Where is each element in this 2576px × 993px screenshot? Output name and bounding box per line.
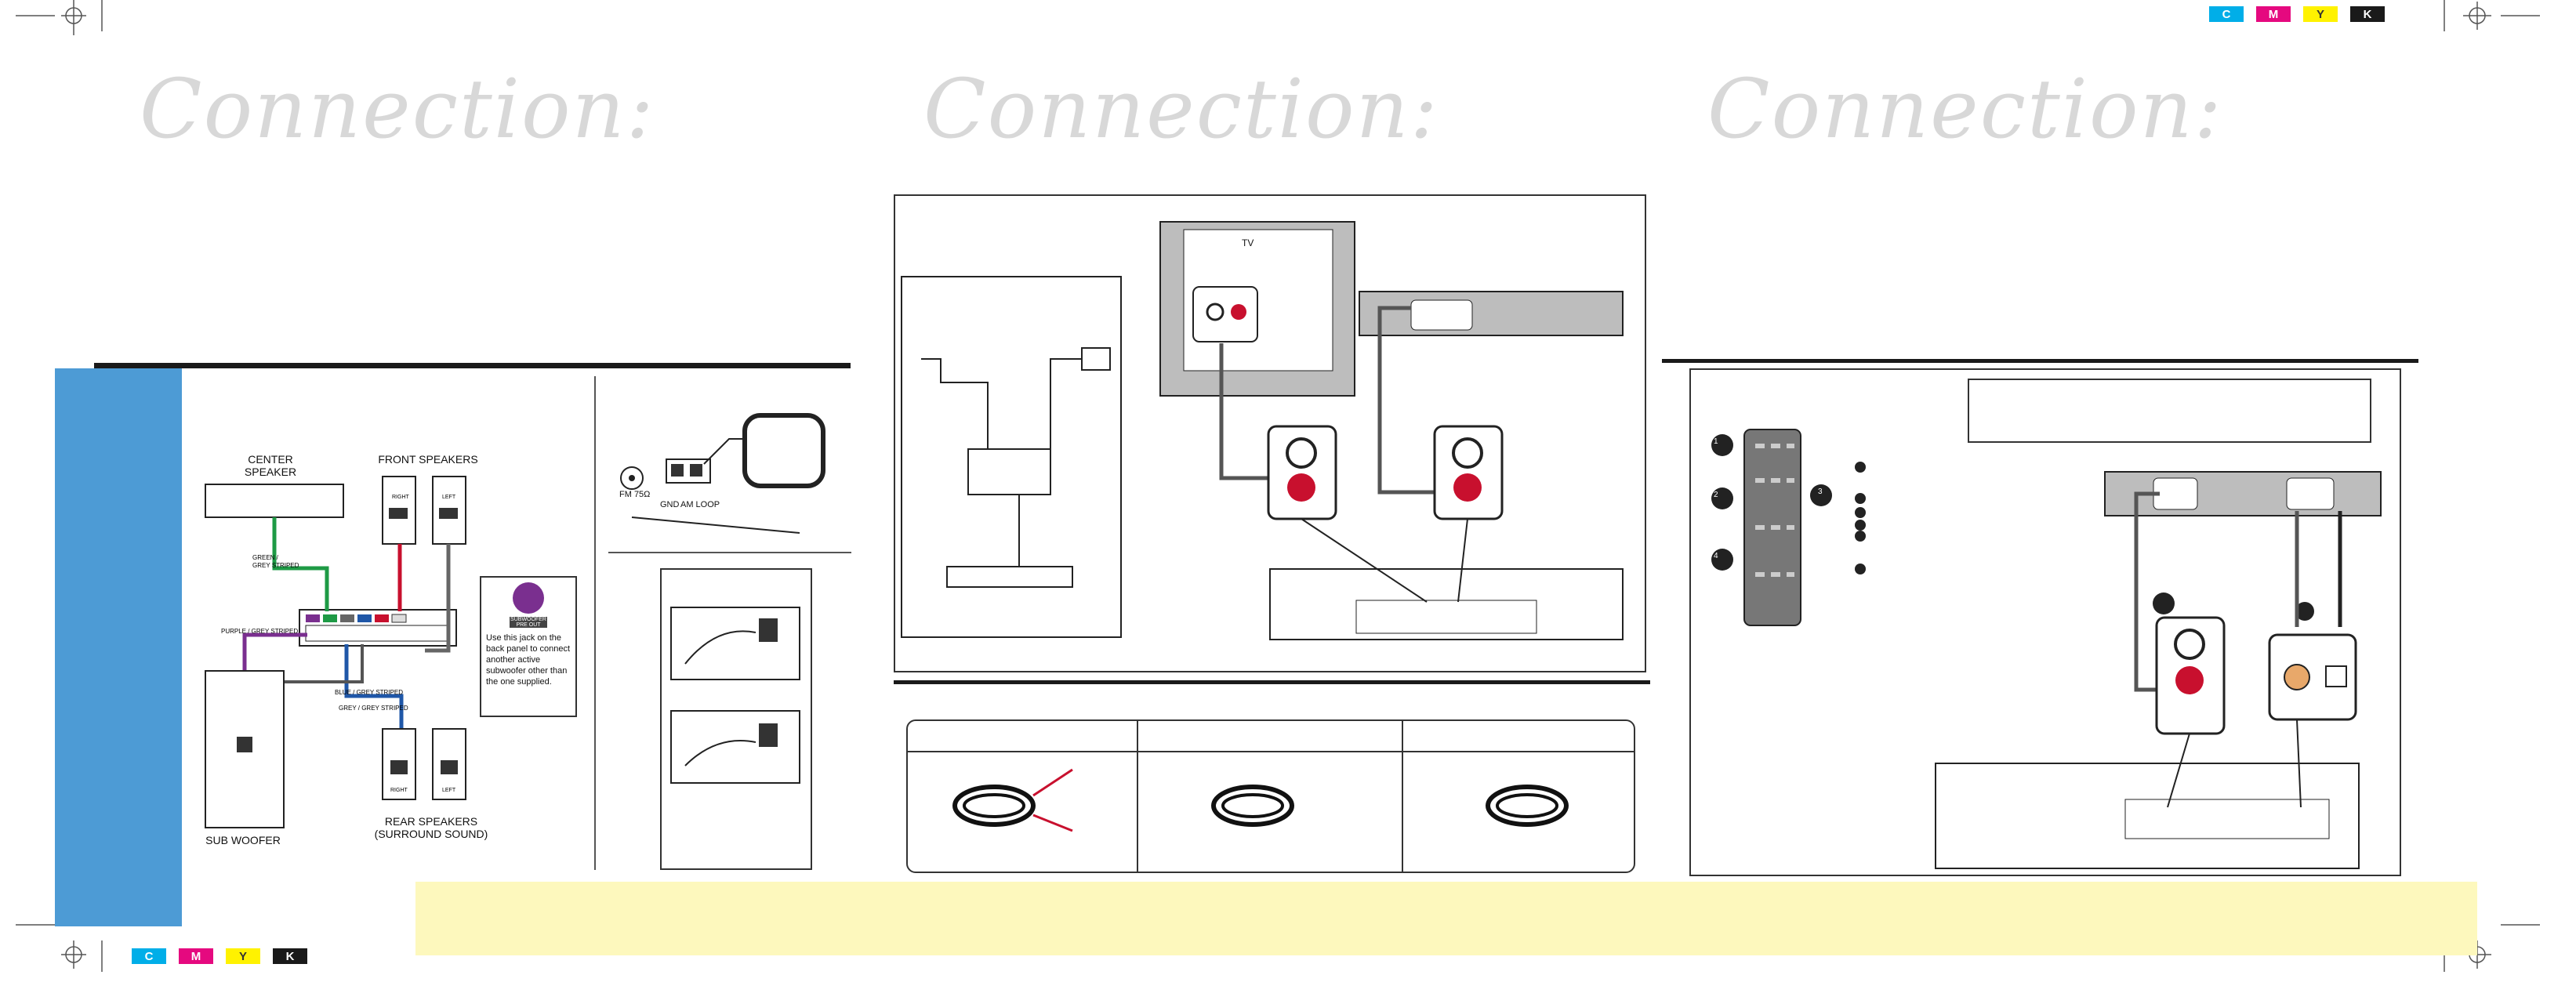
- svg-text:GREY STRIPED: GREY STRIPED: [252, 562, 299, 569]
- subwoofer-label: SUB WOOFER: [205, 834, 281, 846]
- antenna-diagram: [620, 413, 825, 534]
- svg-text:GREEN /: GREEN /: [252, 554, 279, 561]
- magenta-swatch: M: [179, 948, 213, 964]
- remote-step-3: 3: [1818, 487, 1823, 496]
- section-rule-left: [94, 363, 851, 368]
- page-title-middle: Connection:: [923, 61, 1439, 157]
- subwoofer-badge: SUBWOOFER PRE OUT: [510, 617, 547, 628]
- vcr-shape: [1359, 291, 1624, 336]
- fm-antenna-label: FM 75Ω: [619, 490, 651, 499]
- section-rule-right: [1662, 359, 2418, 363]
- svg-text:LEFT: LEFT: [442, 788, 456, 793]
- info-text-box: [1968, 379, 2371, 443]
- center-speaker-label: CENTER SPEAKER: [244, 453, 297, 478]
- magenta-swatch: M: [2256, 6, 2291, 22]
- svg-text:BLUE / GREY STRIPED: BLUE / GREY STRIPED: [335, 689, 403, 696]
- tv-label: TV: [1242, 237, 1254, 248]
- cyan-swatch: C: [132, 948, 166, 964]
- svg-text:GREY / GREY STRIPED: GREY / GREY STRIPED: [339, 705, 408, 712]
- tv-connection-panel: [894, 194, 1646, 672]
- svg-text:LEFT: LEFT: [442, 495, 456, 500]
- remote-step-4: 4: [1714, 552, 1718, 560]
- black-swatch: K: [273, 948, 307, 964]
- subwoofer-note-box: SUBWOOFER PRE OUT Use this jack on the b…: [480, 576, 577, 717]
- yellow-footer-band: [415, 882, 2477, 955]
- antenna-divider: [608, 552, 851, 553]
- page-title-left: Connection:: [140, 61, 655, 157]
- center-speaker: [205, 484, 344, 518]
- yellow-swatch: Y: [2303, 6, 2338, 22]
- black-swatch: K: [2350, 6, 2385, 22]
- cmyk-swatches-bottom: C M Y K: [132, 948, 307, 964]
- remote-step-1: 1: [1714, 437, 1718, 446]
- remote-diagram: [1711, 429, 2382, 869]
- cmyk-swatches-top: C M Y K: [2209, 6, 2385, 22]
- connector-illustration-box: [660, 568, 812, 870]
- am-loop-label: AM LOOP: [680, 500, 720, 509]
- column-divider: [594, 376, 596, 870]
- cyan-swatch: C: [2209, 6, 2244, 22]
- subwoofer-note-text: Use this jack on the back panel to conne…: [486, 633, 571, 687]
- front-speakers-label: FRONT SPEAKERS: [378, 453, 478, 466]
- gnd-label: GND: [660, 500, 680, 509]
- yellow-swatch: Y: [226, 948, 260, 964]
- blue-side-tab: [55, 368, 182, 926]
- cable-types-panel: [906, 719, 1635, 873]
- rear-speakers-label: REAR SPEAKERS (SURROUND SOUND): [374, 815, 488, 840]
- subwoofer-jack-icon: [513, 582, 544, 614]
- remote-connection-panel: [1689, 368, 2401, 876]
- tv-connection-diagram: [901, 221, 1624, 640]
- svg-text:RIGHT: RIGHT: [392, 495, 410, 500]
- svg-text:PURPLE / GREY STRIPED: PURPLE / GREY STRIPED: [221, 628, 298, 635]
- svg-text:RIGHT: RIGHT: [390, 788, 408, 793]
- remote-step-2: 2: [1714, 491, 1718, 499]
- page-title-right: Connection:: [1707, 61, 2223, 157]
- section-rule-middle: [894, 680, 1650, 684]
